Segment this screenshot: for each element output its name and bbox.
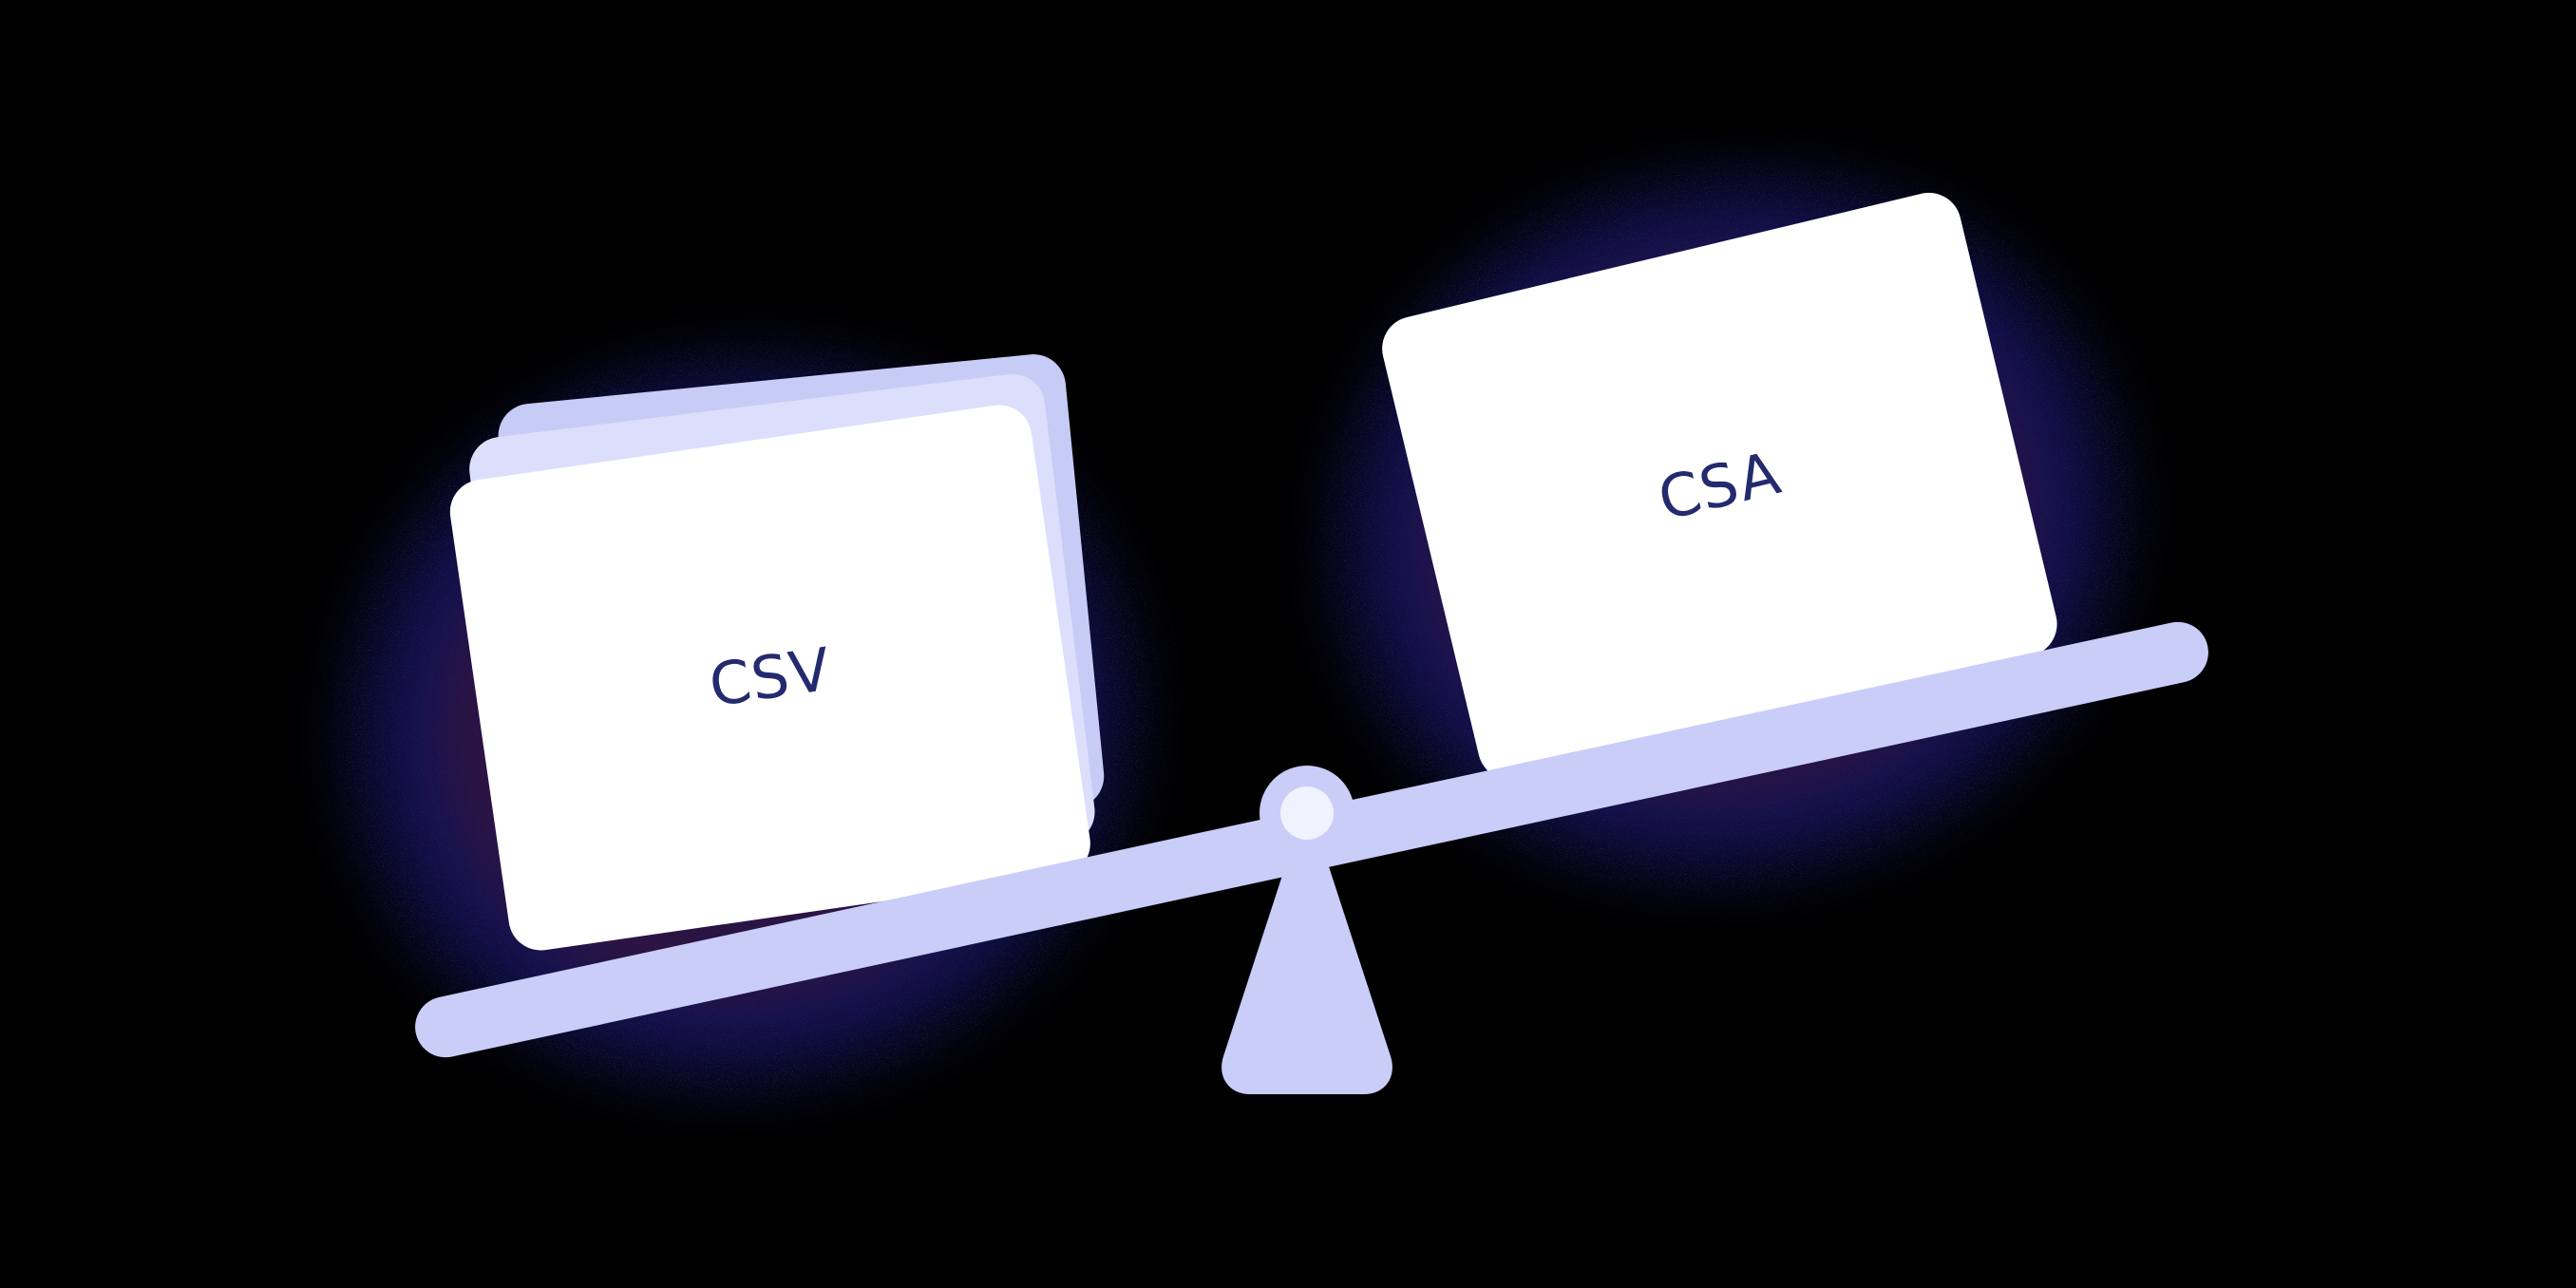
csv-card-front[interactable]: CSV [445, 400, 1095, 955]
csv-card-label: CSV [705, 634, 836, 721]
csa-card-label: CSA [1651, 437, 1788, 535]
pivot-center-dot [1280, 786, 1334, 840]
fulcrum-group [1216, 766, 1398, 1102]
fulcrum-triangle-icon [1222, 836, 1392, 1094]
csv-pan-group: CSV [443, 350, 1115, 955]
